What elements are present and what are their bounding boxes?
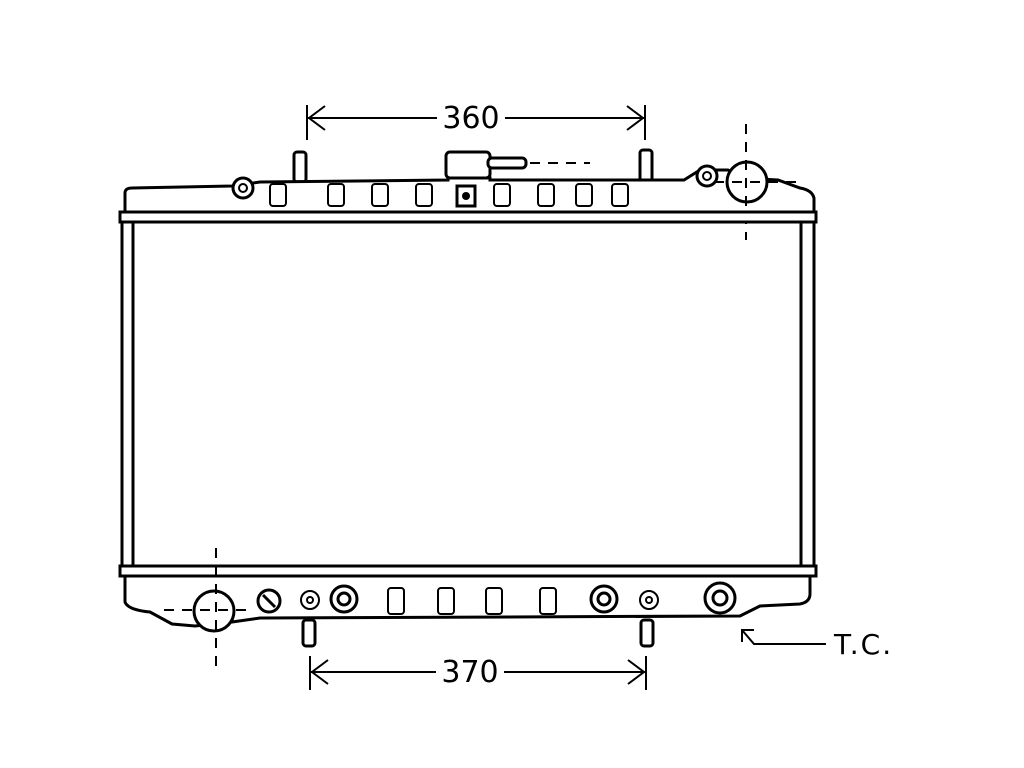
top-dimension-arrow-left bbox=[307, 105, 326, 131]
bottom-boss-2 bbox=[639, 590, 659, 610]
bottom-outlet-pipe bbox=[192, 589, 236, 633]
top-dimension-arrow-right bbox=[626, 105, 645, 131]
bottom-tank-slots bbox=[387, 587, 557, 615]
bottom-pin-left bbox=[301, 618, 317, 648]
bottom-boss-1 bbox=[300, 590, 320, 610]
bottom-dimension: 370 bbox=[309, 655, 647, 690]
tc-leader-line bbox=[741, 629, 826, 645]
top-tank-slots bbox=[269, 183, 629, 207]
top-boss-left bbox=[231, 176, 255, 200]
tc-leader-arrow bbox=[741, 629, 754, 642]
top-sensor-dot bbox=[462, 192, 470, 200]
tc-callout: T.C. bbox=[741, 628, 893, 661]
bottom-dimension-arrow-left bbox=[310, 659, 329, 685]
filler-cap bbox=[444, 150, 590, 180]
bottom-tank bbox=[118, 548, 818, 672]
tc-label: T.C. bbox=[833, 628, 893, 661]
bottom-dimension-label: 370 bbox=[441, 655, 498, 690]
top-pin-right bbox=[638, 148, 654, 184]
bottom-fitting-1 bbox=[329, 584, 359, 614]
top-boss-right bbox=[695, 164, 719, 188]
bottom-pin-right bbox=[639, 618, 655, 648]
bottom-dimension-arrow-right bbox=[627, 659, 646, 685]
tc-fitting bbox=[703, 581, 737, 615]
radiator-core bbox=[120, 220, 816, 568]
top-dimension-label: 360 bbox=[442, 101, 499, 136]
bottom-tank-body bbox=[123, 574, 812, 628]
top-pin-left bbox=[292, 150, 308, 184]
top-dimension: 360 bbox=[306, 101, 646, 140]
bottom-fitting-2 bbox=[589, 584, 619, 614]
